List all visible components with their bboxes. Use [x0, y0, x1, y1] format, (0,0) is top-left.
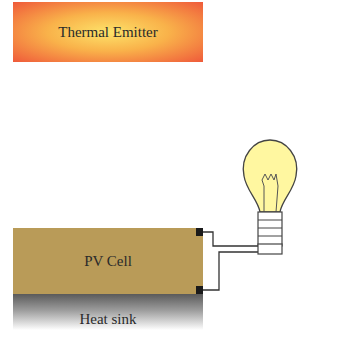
- terminal: [196, 228, 203, 236]
- heat-sink-band: Heat sink: [13, 294, 203, 330]
- bulb-thread: [258, 220, 282, 221]
- node-label: Heat sink: [79, 311, 136, 328]
- wire: [203, 232, 258, 290]
- bulb-thread: [258, 236, 282, 237]
- terminal: [196, 286, 203, 294]
- filament: [262, 174, 278, 212]
- bulb-thread: [258, 228, 282, 229]
- bulb-globe: [243, 140, 296, 212]
- thermal-emitter-box: Thermal Emitter: [13, 2, 203, 62]
- pv-cell-box: PV Cell: [13, 228, 203, 294]
- bulb-contact: [258, 244, 282, 254]
- node-label: Thermal Emitter: [58, 24, 158, 41]
- node-label: PV Cell: [84, 253, 132, 270]
- bulb-base: [258, 212, 282, 246]
